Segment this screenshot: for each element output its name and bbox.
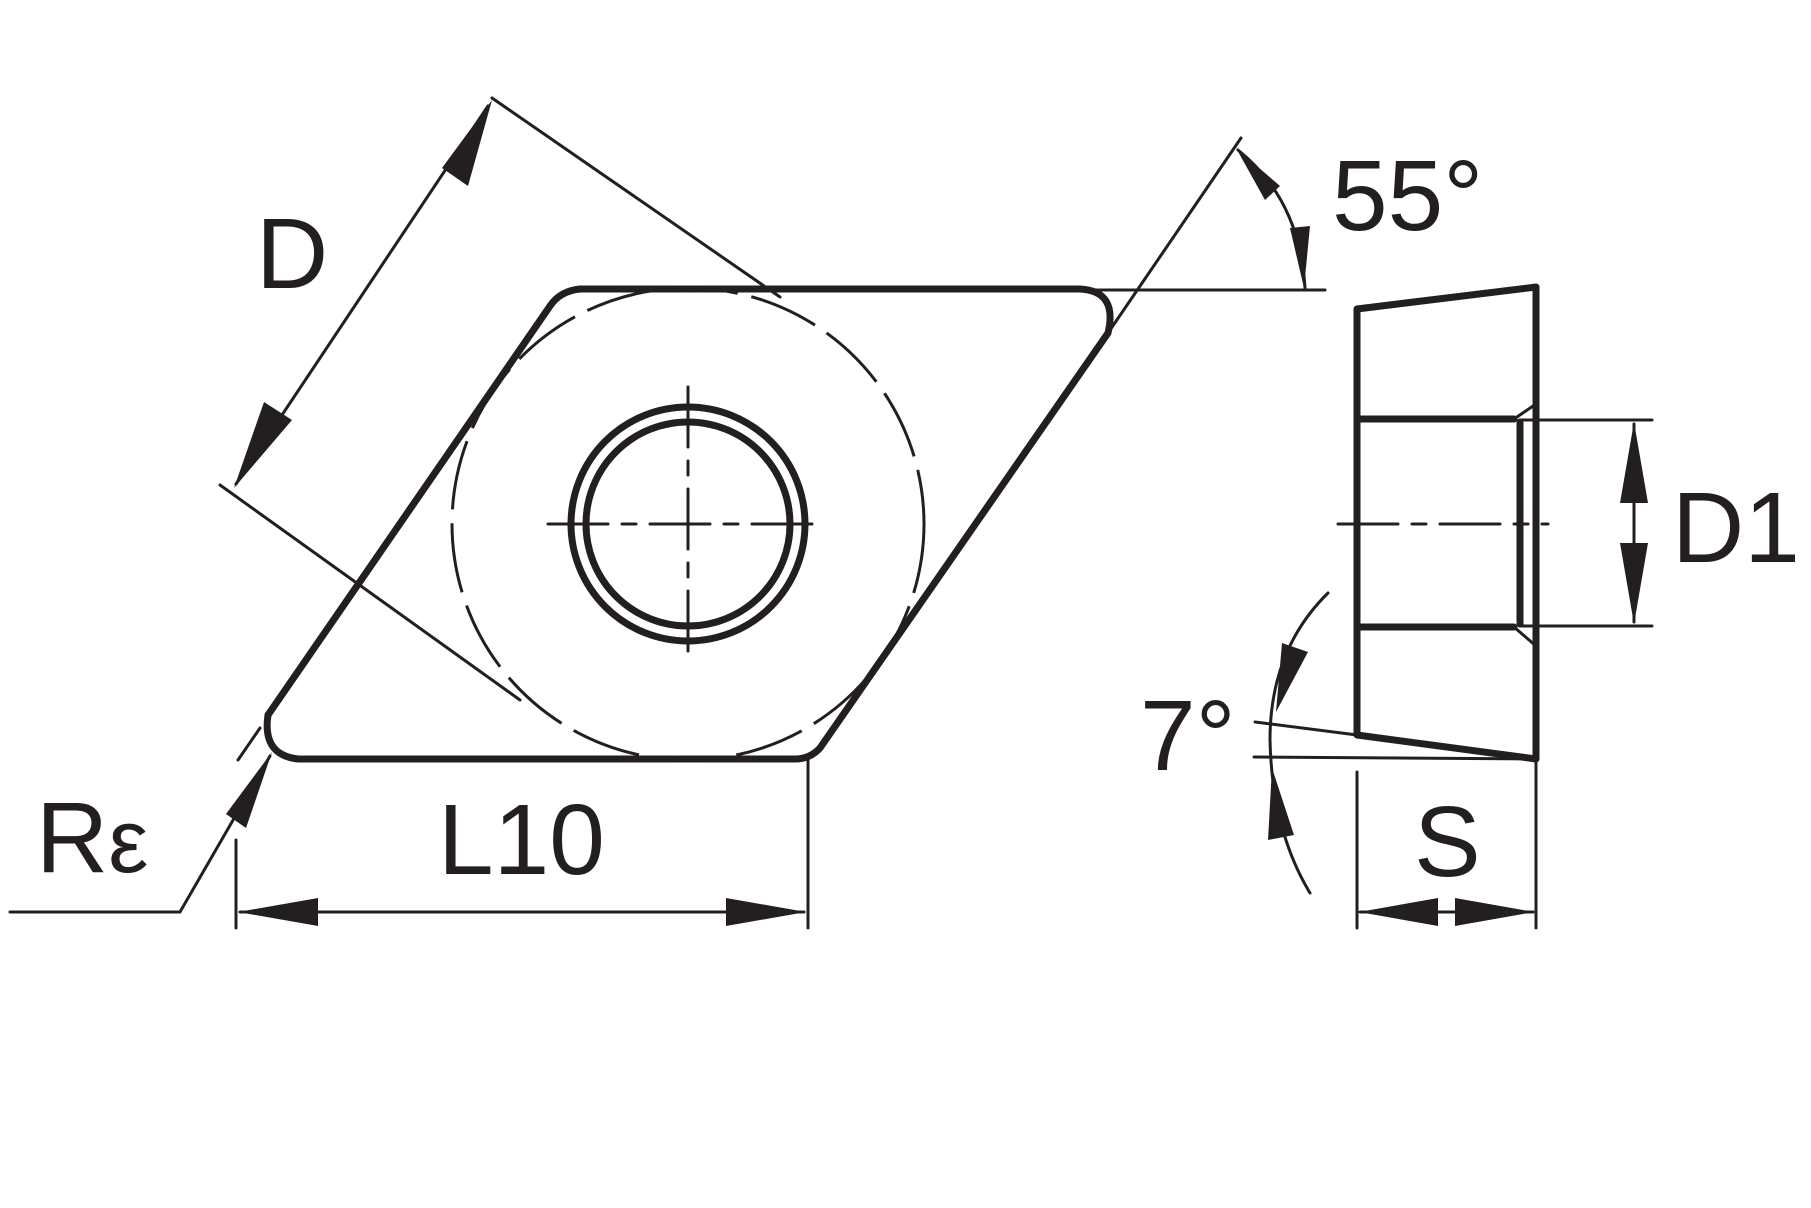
arrowhead-icon <box>442 100 492 186</box>
arrowhead-icon <box>1276 643 1308 712</box>
arrowhead-icon <box>1620 543 1648 624</box>
label-angle-7: 7° <box>1140 680 1236 792</box>
arrowhead-icon <box>1290 226 1310 288</box>
dimension-S: S <box>1355 760 1538 930</box>
dimension-angle-7: 7° <box>1140 591 1538 895</box>
dimension-corner-radius: Rε <box>8 726 272 914</box>
label-corner-radius: Rε <box>36 782 148 894</box>
inscribed-circle <box>450 286 926 762</box>
arrowhead-icon <box>238 898 318 926</box>
arrowhead-icon <box>1359 898 1438 926</box>
arrowhead-icon <box>1620 422 1648 503</box>
arrowhead-icon <box>226 752 272 828</box>
label-S: S <box>1414 786 1481 898</box>
label-angle-55: 55° <box>1332 140 1483 252</box>
dimension-L10: L10 <box>234 758 810 930</box>
dimension-D: D <box>218 96 782 702</box>
label-D: D <box>256 198 328 310</box>
arrowhead-icon <box>1236 148 1280 200</box>
dimension-D1: D1 <box>1518 418 1800 628</box>
insert-side-view <box>1336 283 1550 763</box>
arrowhead-icon <box>1455 898 1534 926</box>
arrowhead-icon <box>726 898 806 926</box>
insert-top-view <box>263 285 1114 763</box>
insert-outline <box>263 285 1114 763</box>
dimension-angle-55: 55° <box>1088 136 1483 335</box>
label-D1: D1 <box>1672 472 1800 584</box>
arrowhead-icon <box>234 402 292 488</box>
arrowhead-icon <box>1268 768 1294 840</box>
label-L10: L10 <box>438 784 605 896</box>
